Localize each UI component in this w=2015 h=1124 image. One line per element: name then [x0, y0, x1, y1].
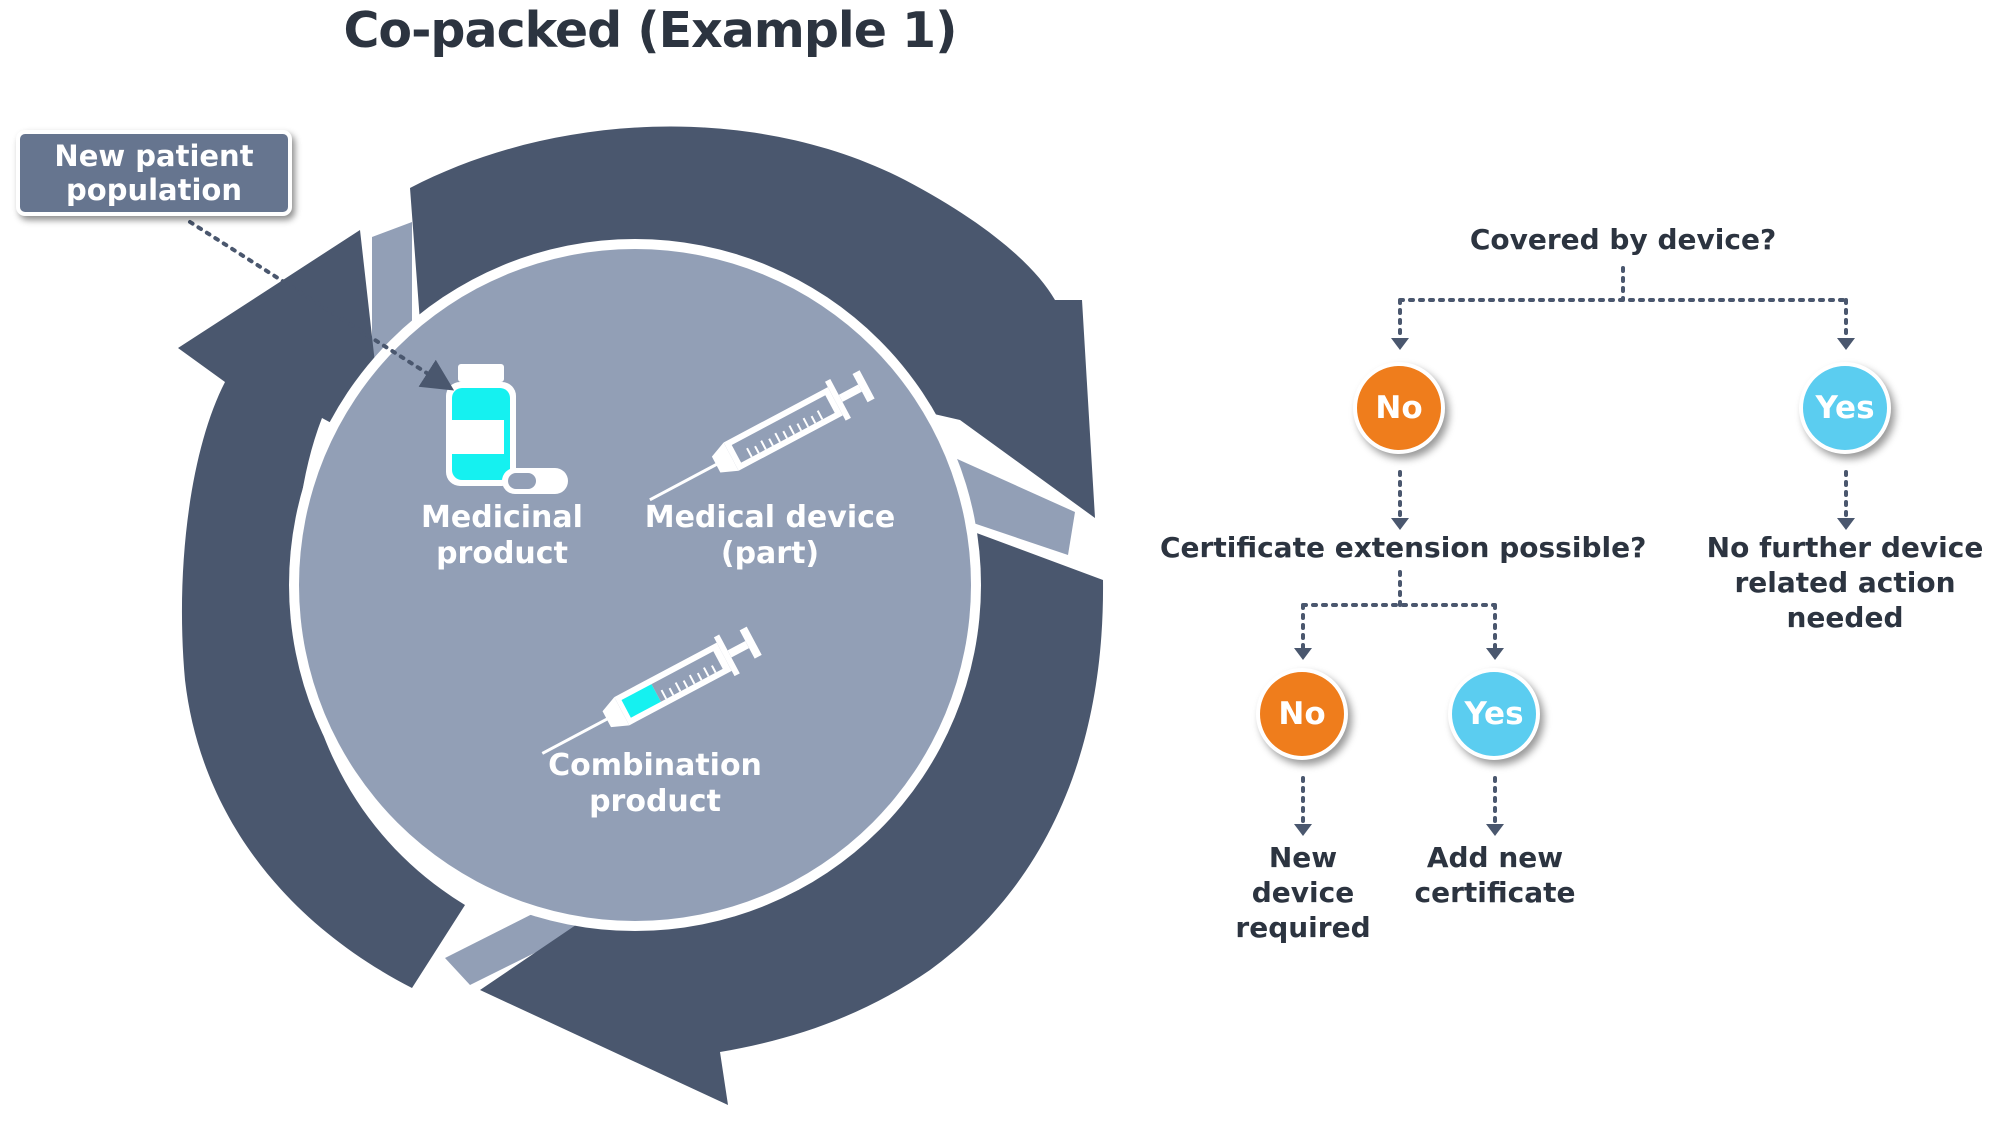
outcome-no-further-action: No further device related action needed — [1706, 531, 1984, 634]
question-covered-by-device: Covered by device? — [1469, 223, 1777, 256]
yes-node-1: Yes — [1799, 362, 1891, 454]
outcome-add-new-certificate: Add new certificate — [1414, 841, 1576, 909]
cycle-inner-disc-fill — [299, 249, 971, 921]
page-title: Co-packed (Example 1) — [343, 2, 957, 59]
outcome-new-device-required: New device required — [1235, 841, 1371, 944]
combination-product-label: Combination product — [548, 748, 762, 819]
cycle-arrow-left — [178, 230, 465, 988]
syringe-icon — [649, 370, 875, 502]
question-certificate-extension: Certificate extension possible? — [1160, 531, 1647, 564]
cycle-graphic — [178, 126, 1104, 1105]
cycle-arrow-top — [410, 126, 1095, 518]
medicine-bottle-icon — [446, 364, 516, 486]
flow-arrowheads — [1294, 338, 1855, 836]
tag-pointer-line — [188, 220, 455, 391]
yes-node-2: Yes — [1448, 668, 1540, 760]
pill-capsule-icon — [502, 468, 568, 494]
cycle-gap-spoke — [445, 900, 585, 985]
new-patient-population-tag: New patient population — [16, 130, 292, 216]
medicinal-product-label: Medicinal product — [421, 500, 583, 571]
no-node-1: No — [1353, 362, 1445, 454]
syringe-filled-icon — [541, 626, 762, 755]
medical-device-label: Medical device (part) — [644, 500, 896, 571]
no-node-2: No — [1256, 668, 1348, 760]
flow-connectors — [1301, 266, 1848, 826]
